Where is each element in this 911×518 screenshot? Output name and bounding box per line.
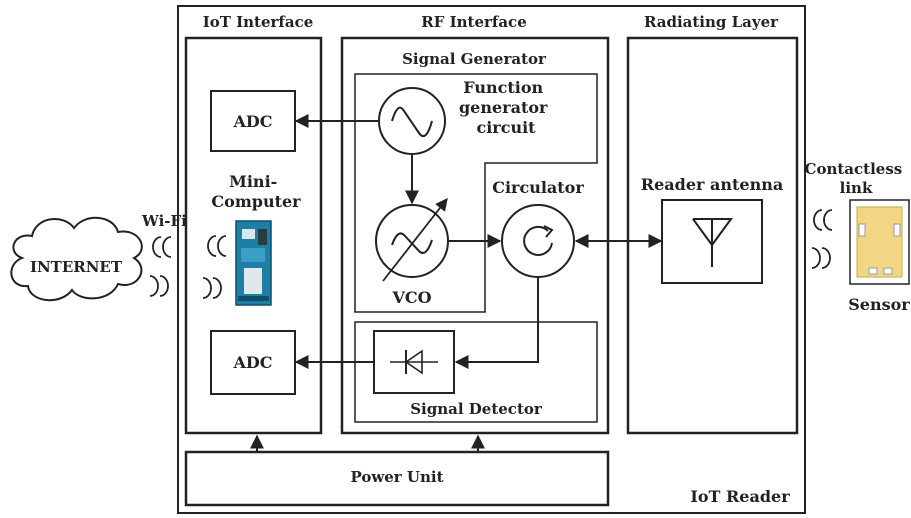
signal-generator-block [354,73,598,313]
mini-computer-label: Mini- Computer [211,172,301,211]
function-generator-label: Function generator circuit [459,78,553,137]
signal-generator-title: Signal Generator [402,50,547,68]
circulator-icon [501,204,575,278]
arrow-circulator-to-detector [454,277,539,369]
power-unit-label: Power Unit [350,468,443,486]
adc-bottom-box [210,330,296,395]
iot-interface-block [184,36,323,435]
rf-interface-title: RF Interface [421,13,526,31]
radiating-layer-title: Radiating Layer [644,13,779,31]
contactless-link-label: Contactless link [805,160,908,197]
diode-icon [373,330,455,394]
signal-detector-label: Signal Detector [410,400,543,418]
sine-wave-icon [378,87,446,155]
adc-bottom-label: ADC [232,353,272,372]
cloud-icon [10,216,143,302]
internet-label: INTERNET [30,258,123,276]
vco-label: VCO [391,288,431,307]
power-unit-block [184,450,610,507]
adc-top-label: ADC [232,112,272,131]
iot-reader-frame [177,5,806,514]
computer-board-icon [235,220,272,306]
adc-top-box [210,90,296,152]
wifi-waves-icon [202,235,227,299]
iot-reader-label: IoT Reader [690,487,790,506]
wifi-label: Wi-Fi [141,212,187,230]
antenna-icon [661,199,763,284]
sensor-chip-icon [849,199,910,285]
wifi-waves-icon [811,209,833,269]
vco-icon [375,198,449,282]
signal-detector-block [354,321,598,423]
circulator-label: Circulator [492,178,584,197]
wifi-waves-icon [149,236,172,297]
reader-antenna-label: Reader antenna [641,175,783,194]
sensor-label: Sensor [848,295,910,314]
iot-interface-title: IoT Interface [203,13,314,31]
